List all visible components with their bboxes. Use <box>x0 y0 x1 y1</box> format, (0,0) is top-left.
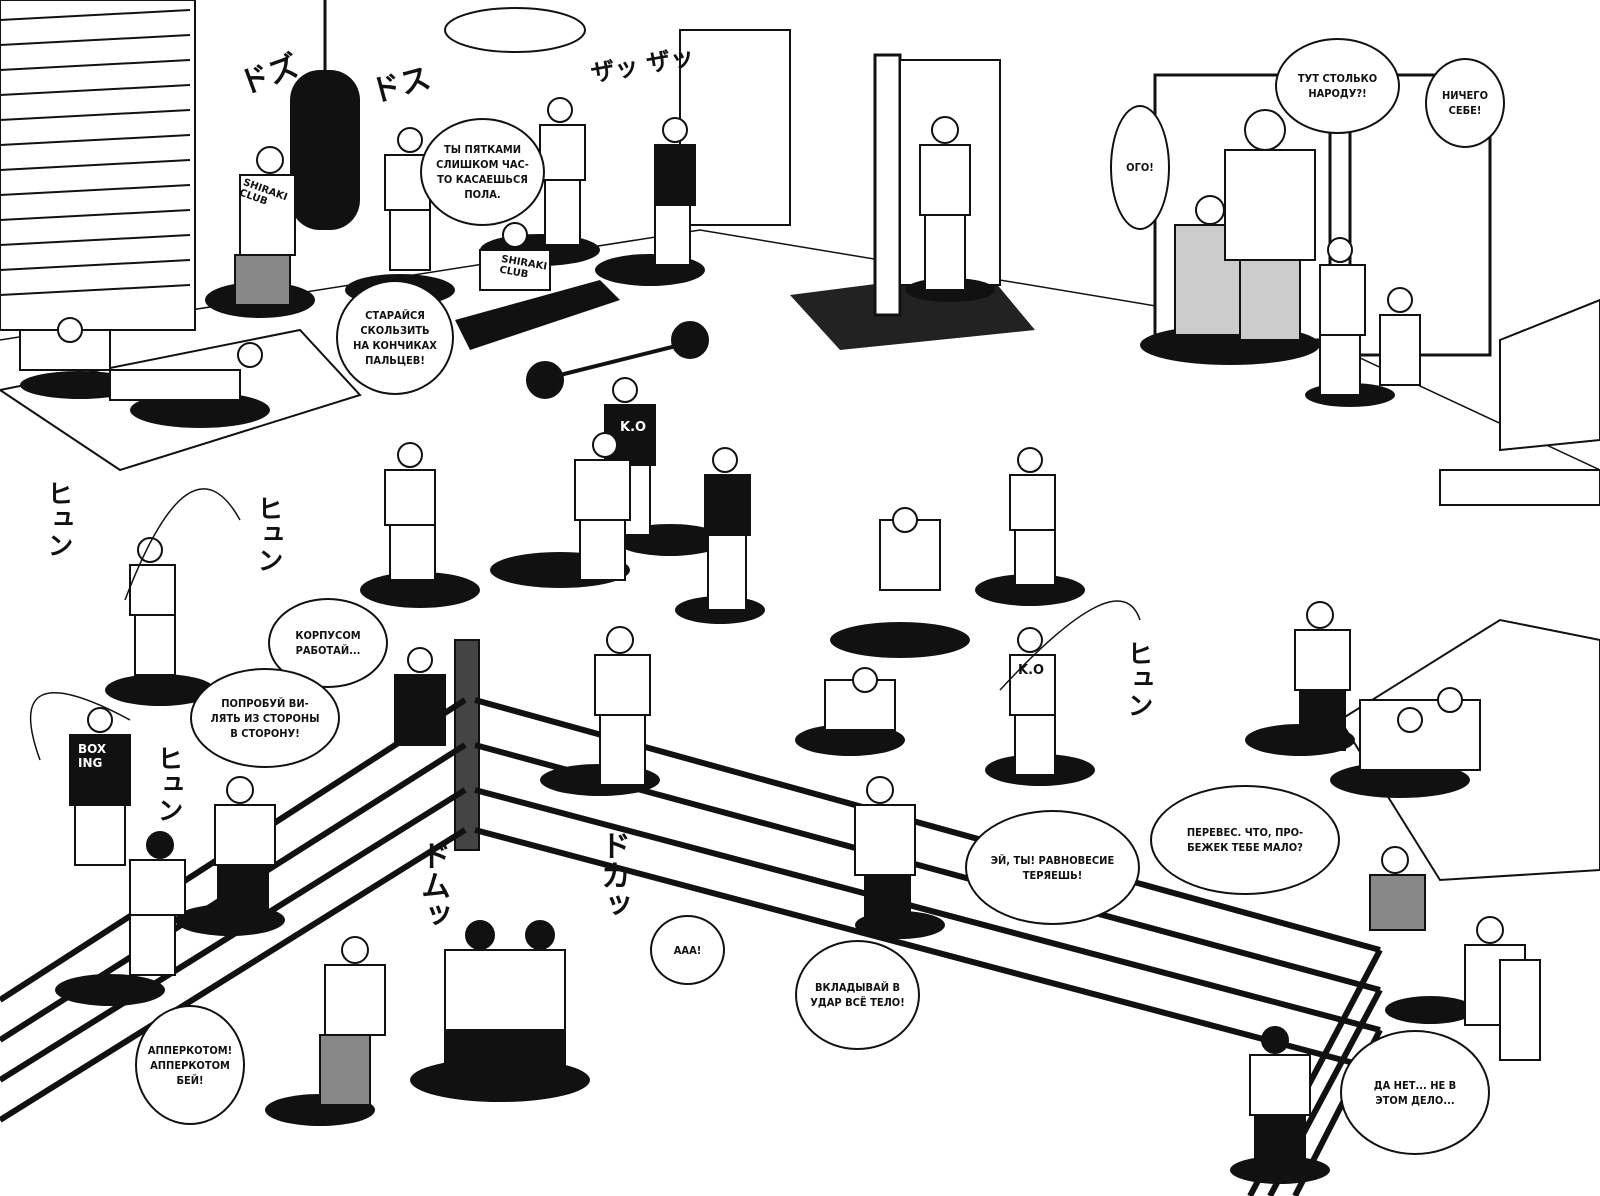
figure-striped-shirt <box>1369 846 1426 931</box>
stacked-mats <box>1499 298 1600 452</box>
figure-scale-weigher <box>1464 916 1526 1026</box>
figure-dumbbell <box>384 442 436 581</box>
speech-bubble-nothing: НИЧЕГО СЕБЕ! <box>1425 58 1505 148</box>
figure-trainer-plate <box>594 626 651 786</box>
speech-bubble-balance: ЭЙ, ТЫ! РАВНОВЕСИЕ ТЕРЯЕШЬ! <box>965 810 1140 925</box>
figure-bag-holder <box>234 146 296 306</box>
figure-sparring-coach <box>214 776 276 926</box>
sfx-rope-1: ヒュン <box>43 480 73 558</box>
figure-thinking-coach <box>1294 601 1351 751</box>
wall-mirror <box>679 29 791 226</box>
speech-bubble-uppercut: АППЕРКОТОМ! АППЕРКОТОМ БЕЙ! <box>135 1005 245 1125</box>
figure-ringside-watcher <box>854 776 916 931</box>
open-door <box>873 53 902 317</box>
sfx-rope-4: ヒュン <box>1123 640 1153 718</box>
bench-weight <box>455 280 620 350</box>
figure-crouch <box>824 667 896 731</box>
speech-bubble-notthat: ДА НЕТ... НЕ В ЭТОМ ДЕЛО... <box>1340 1030 1490 1155</box>
figure-bench <box>479 222 551 291</box>
sfx-ring-hit-2: ドカッ <box>595 830 630 920</box>
shirt-print-boxing: BOX ING <box>78 742 107 770</box>
figure-situps <box>109 342 263 401</box>
bench-right <box>1439 469 1600 506</box>
figure-coach-ring <box>394 647 446 746</box>
figure-coach-whistle <box>704 447 751 611</box>
figure-wrestlers <box>1359 687 1481 771</box>
figure-jumprope2 <box>1009 627 1056 776</box>
sfx-rope-3: ヒュン <box>153 745 183 823</box>
figure-visitor-boy <box>1319 237 1366 396</box>
speech-bubble-overweight: ПЕРЕВЕС. ЧТО, ПРО- БЕЖЕК ТЕБЕ МАЛО? <box>1150 785 1340 895</box>
figure-helmet-bottom <box>1249 1026 1311 1176</box>
figure-dumbbell-curl <box>1009 447 1056 586</box>
shirt-print-ko-2: K.O <box>1018 663 1045 678</box>
sfx-ring-hit: ドムッ <box>415 840 450 930</box>
figure-helmet-boxer <box>129 831 186 976</box>
speech-bubble-crowded: ТУТ СТОЛЬКО НАРОДУ?! <box>1275 38 1400 134</box>
figure-visitor-big <box>1224 109 1316 341</box>
speech-bubble-body: КОРПУСОМ РАБОТАЙ... <box>268 598 388 688</box>
figure-stretching <box>879 507 941 591</box>
speech-bubble-ogo: ОГО! <box>1110 105 1170 230</box>
jump-rope-arcs <box>30 488 1141 761</box>
shirt-print-ko-1: K.O <box>620 420 647 435</box>
figure-visitor-girl <box>1379 287 1421 386</box>
figure-doorway <box>919 116 971 291</box>
figure-pushup <box>19 317 111 371</box>
speed-bag-platform <box>444 7 586 53</box>
sfx-rope-2: ヒュン <box>253 495 283 573</box>
weighing-scale <box>1499 959 1541 1061</box>
figures <box>19 97 1541 1176</box>
speech-bubble-glide: СТАРАЙСЯ СКОЛЬЗИТЬ НА КОНЧИКАХ ПАЛЬЦЕВ! <box>336 280 454 395</box>
figure-coach-pointing <box>319 936 386 1106</box>
figure-speedbag <box>539 97 586 246</box>
figure-bag-puncher <box>384 127 431 271</box>
speech-bubble-weave: ПОПРОБУЙ ВИ- ЛЯТЬ ИЗ СТОРОНЫ В СТОРОНУ! <box>190 668 340 768</box>
shutter-slats <box>0 9 191 296</box>
figure-shadowbox <box>654 117 696 266</box>
punching-bag <box>290 70 360 230</box>
figure-sparring-pair <box>444 920 566 1091</box>
figure-boxing-jacket <box>69 707 131 866</box>
figure-expander <box>574 432 631 581</box>
figure-jumprope1 <box>129 537 176 676</box>
speech-bubble-wholebody: ВКЛАДЫВАЙ В УДАР ВСЁ ТЕЛО! <box>795 940 920 1050</box>
speech-bubble-heels: ТЫ ПЯТКАМИ СЛИШКОМ ЧАС- ТО КАСАЕШЬСЯ ПОЛ… <box>420 118 545 226</box>
speech-bubble-aaa: ААА! <box>650 915 725 985</box>
